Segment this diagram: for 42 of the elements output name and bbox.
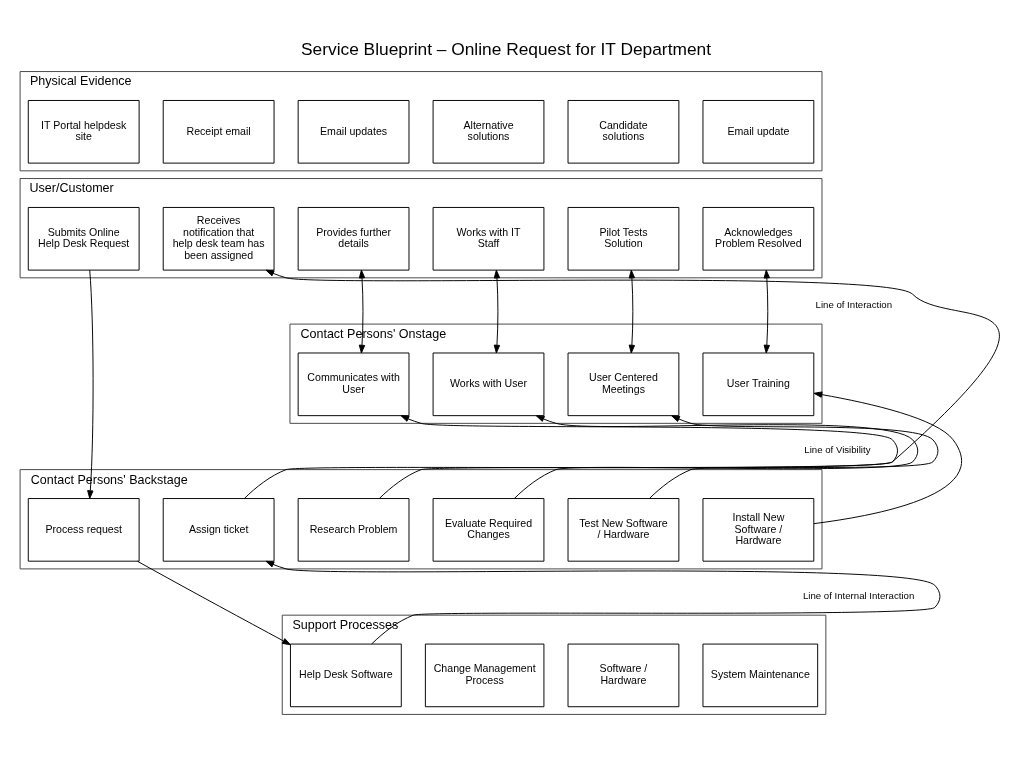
node-box: Help Desk Software	[289, 643, 402, 707]
arrow	[87, 269, 94, 499]
node-box: System Maintenance	[702, 643, 819, 707]
node-box: Assign ticket	[162, 497, 275, 562]
arrow	[136, 560, 291, 645]
node-box: IT Portal helpdesk site	[27, 99, 140, 164]
node-box: Email update	[702, 99, 815, 164]
node-box: Provides further details	[297, 206, 410, 271]
arrow	[628, 269, 636, 353]
arrow	[513, 414, 919, 499]
label: Line of Interaction	[815, 298, 893, 310]
node-box: User Training	[702, 352, 815, 416]
arrow	[378, 414, 898, 499]
arrow	[813, 390, 962, 524]
arrow	[243, 269, 1000, 499]
node-box: Change Management Process	[424, 643, 545, 707]
arrow	[358, 269, 366, 353]
node-box: Receives notification that help desk team has been assigned	[162, 206, 275, 271]
arrow	[763, 269, 770, 353]
node-box: Pilot Tests Solution	[567, 206, 680, 271]
node-box: Process request	[27, 497, 140, 562]
node-box: Acknowledges Problem Resolved	[702, 206, 815, 271]
node-box: Software / Hardware	[567, 643, 680, 707]
arrow	[649, 414, 939, 499]
arrow	[265, 560, 941, 644]
diagram-title: Service Blueprint – Online Request for IT Department	[301, 38, 711, 59]
node-box: Alternative solutions	[432, 99, 545, 164]
node-box: Submits Online Help Desk Request	[27, 206, 140, 271]
node-box: Works with User	[432, 352, 545, 416]
label: Line of Visibility	[804, 443, 871, 455]
label: Line of Internal Interaction	[802, 589, 915, 601]
node-box: Install New Software / Hardware	[702, 497, 815, 562]
node-box: User Centered Meetings	[567, 352, 680, 416]
node-box: Email updates	[297, 99, 410, 164]
node-box: Receipt email	[162, 99, 275, 164]
node-box: Candidate solutions	[567, 99, 680, 164]
node-box: Evaluate Required Changes	[432, 497, 545, 562]
node-box: Communicates with User	[297, 352, 410, 416]
node-box: Research Problem	[297, 497, 410, 562]
arrow	[493, 269, 501, 353]
node-box: Works with IT Staff	[432, 206, 545, 271]
node-box: Test New Software / Hardware	[567, 497, 680, 562]
